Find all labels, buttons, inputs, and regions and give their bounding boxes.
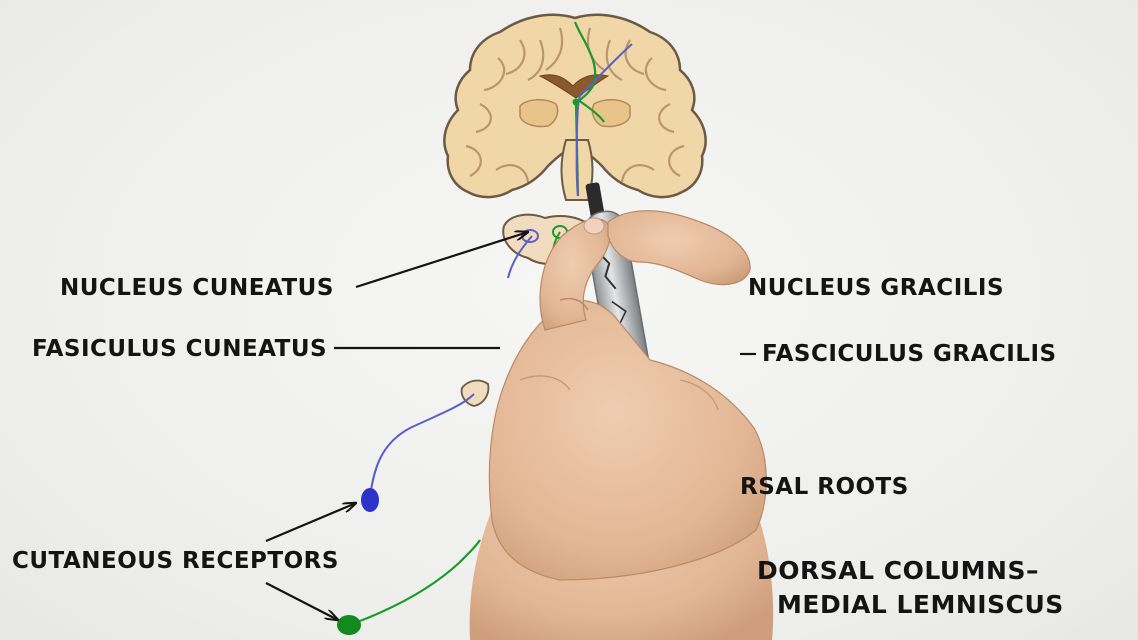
spinal-cord-segment <box>460 379 490 407</box>
sensory-pathways <box>351 21 633 626</box>
receptor-arrow-lower <box>265 582 338 620</box>
basal-ganglia-left <box>519 99 559 128</box>
cutaneous-receptors-label: CUTANEOUS RECEPTORS <box>12 548 339 574</box>
green-peripheral-fiber <box>351 539 481 626</box>
nucleus-cuneatus-arrow <box>355 232 528 289</box>
nucleus-cuneatus-label: NUCLEUS CUNEATUS <box>60 275 334 301</box>
ventricle <box>538 74 610 99</box>
receptor-arrow-upper <box>265 503 356 543</box>
cutaneous-receptor-green <box>337 615 361 635</box>
cuneatus-pathway <box>575 43 633 197</box>
nucleus-gracilis-label: NUCLEUS GRACILIS <box>748 275 1005 301</box>
cutaneous-receptor-blue <box>361 488 379 512</box>
fasiculus-cuneatus-label: FASICULUS CUNEATUS <box>32 336 328 362</box>
basal-ganglia-right <box>591 99 631 128</box>
hand-with-marker-icon <box>469 182 774 640</box>
dorsal-roots-label: RSAL ROOTS <box>740 474 909 500</box>
blue-peripheral-fiber <box>369 393 475 497</box>
diagram-title-line1: DORSAL COLUMNS– <box>757 556 1039 585</box>
gyri-folds <box>465 27 685 183</box>
diagram-title-line2: MEDIAL LEMNISCUS <box>777 590 1064 619</box>
fasciculus-gracilis-label: FASCICULUS GRACILIS <box>762 341 1057 367</box>
